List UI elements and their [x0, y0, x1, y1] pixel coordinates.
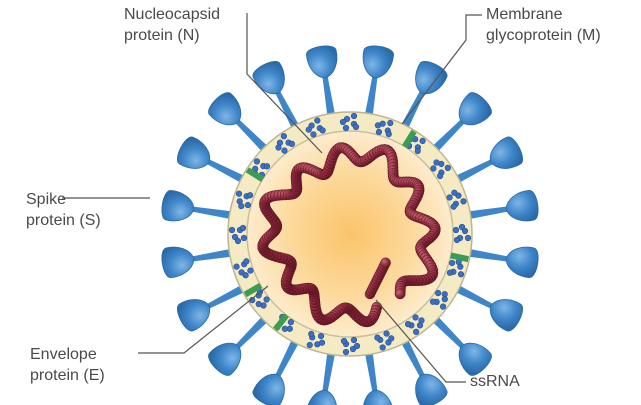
label-text: Nucleocapsid: [124, 4, 220, 25]
label-text: Envelope: [30, 344, 105, 365]
spike-protein-icon: [160, 238, 236, 279]
label-membrane-glycoprotein: Membrane glycoprotein (M): [486, 4, 601, 46]
label-spike-protein: Spike protein (S): [26, 189, 101, 231]
spike-protein-icon: [464, 189, 540, 230]
label-text: Spike: [26, 189, 101, 210]
label-ssrna: ssRNA: [470, 371, 520, 392]
spike-protein-icon: [160, 189, 236, 230]
label-text: ssRNA: [470, 371, 520, 392]
label-text: protein (N): [124, 25, 220, 46]
label-text: glycoprotein (M): [486, 25, 601, 46]
label-nucleocapsid-protein: Nucleocapsid protein (N): [124, 4, 220, 46]
label-text: Membrane: [486, 4, 601, 25]
label-text: protein (S): [26, 210, 101, 231]
spike-protein-icon: [464, 238, 540, 279]
spike-protein-icon: [305, 348, 346, 405]
label-text: protein (E): [30, 365, 105, 386]
spike-protein-icon: [354, 348, 395, 405]
spike-protein-icon: [305, 44, 346, 120]
spike-protein-icon: [354, 44, 395, 120]
label-envelope-protein: Envelope protein (E): [30, 344, 105, 386]
